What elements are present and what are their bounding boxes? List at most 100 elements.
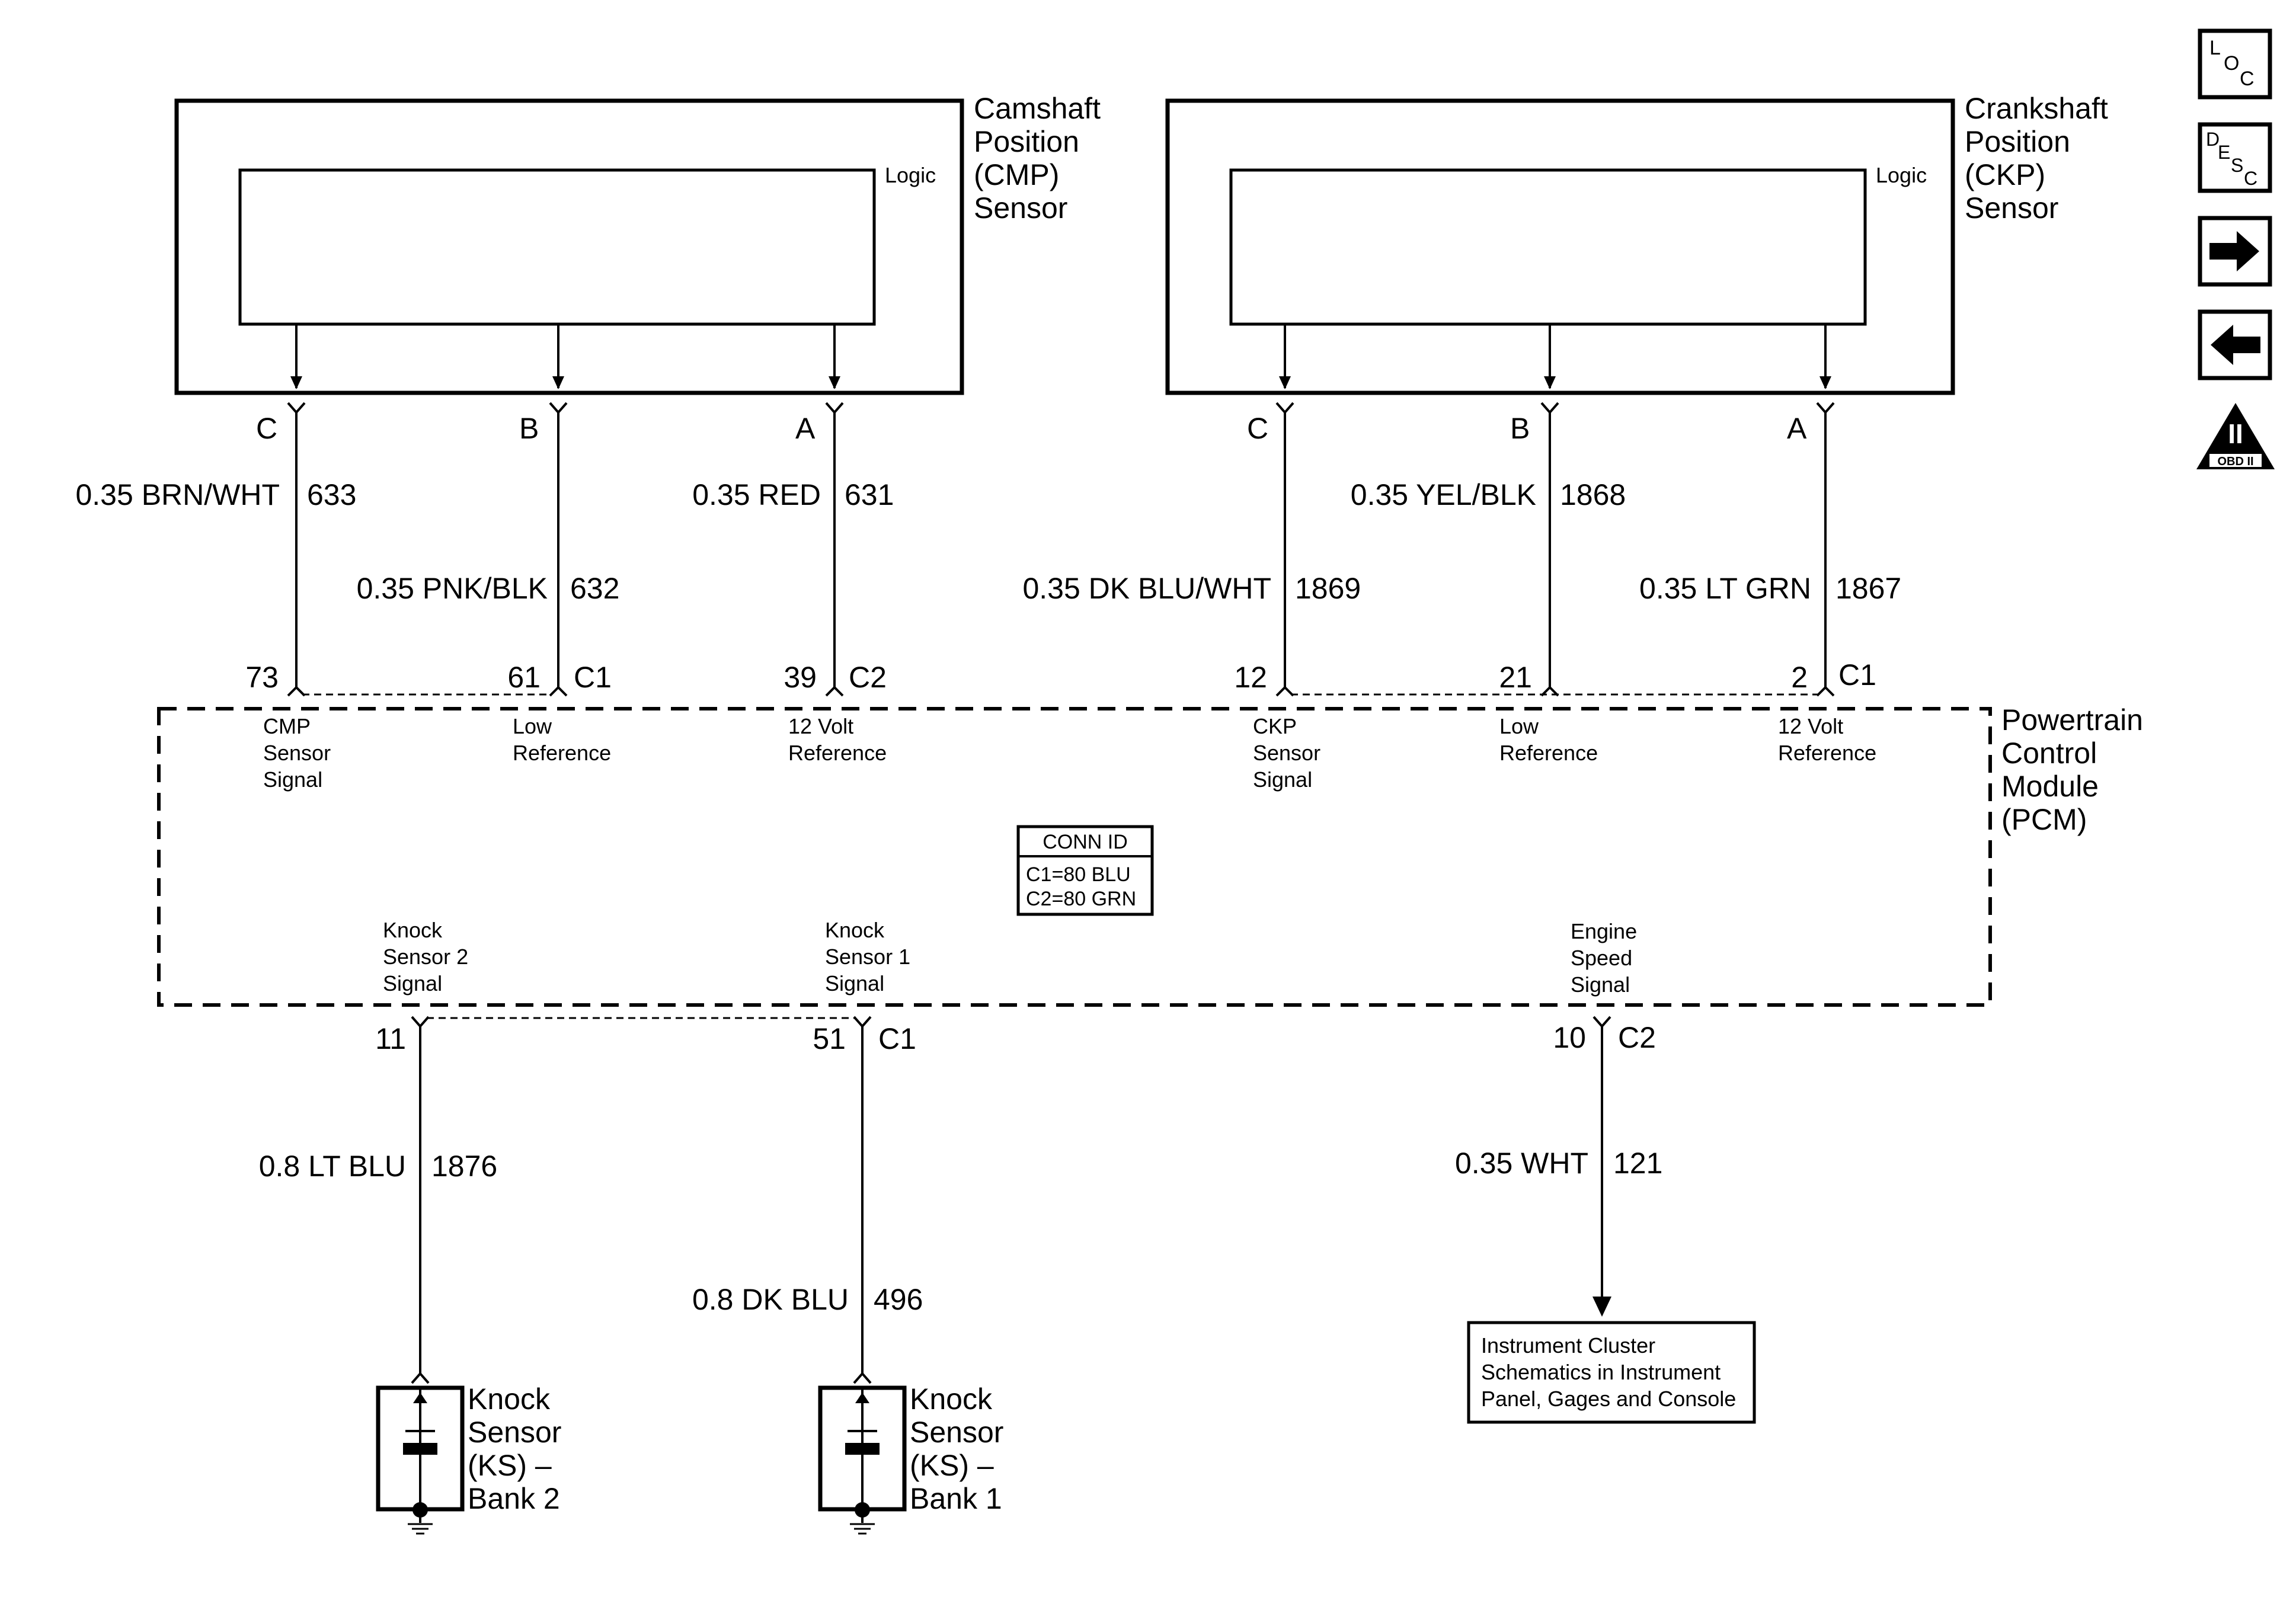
- ckp-pin-a: A: [1787, 412, 1807, 445]
- pcm-module: Powertrain Control Module (PCM) CMP Sens…: [157, 703, 2143, 1007]
- svg-text:II: II: [2228, 418, 2243, 449]
- pcm-label-cmp-signal-2: Sensor: [263, 741, 331, 765]
- pcm-title-line-4: (PCM): [2001, 803, 2087, 836]
- pcm-title-line-3: Module: [2001, 770, 2099, 803]
- pcm-pin-39: 39: [784, 661, 817, 694]
- wire-1876-circuit: 1876: [431, 1150, 497, 1183]
- cmp-sensor-housing: [174, 98, 964, 395]
- pcm-label-ks2-3: Signal: [383, 971, 442, 996]
- pcm-label-cmp-signal-3: Signal: [263, 767, 322, 792]
- wire-633-circuit: 633: [307, 478, 356, 511]
- svg-text:C: C: [2244, 168, 2257, 189]
- conn-id-header: CONN ID: [1043, 831, 1128, 853]
- pcm-label-low-ref-1a: Low: [513, 714, 552, 738]
- cmp-wires: C B A 0.35 BRN/WHT 633 0.35 PNK/BLK 632 …: [75, 324, 894, 697]
- pcm-pin-73: 73: [245, 661, 279, 694]
- ks-bank2-label-1: Knock: [468, 1382, 551, 1416]
- obd-ii-icon[interactable]: II OBD II: [2196, 403, 2275, 469]
- instrument-cluster-reference[interactable]: Instrument Cluster Schematics in Instrum…: [1467, 1321, 1756, 1424]
- cmp-logic-label: Logic: [885, 163, 936, 187]
- knock-sensor-bank-2: Knock Sensor (KS) – Bank 2: [376, 1371, 561, 1535]
- wire-1867-spec: 0.35 LT GRN: [1639, 572, 1811, 605]
- cmp-sensor: Logic Camshaft Position (CMP) Sensor: [174, 92, 1101, 395]
- pcm-label-ckp-signal-1: CKP: [1253, 714, 1297, 738]
- pcm-title-line-2: Control: [2001, 737, 2097, 770]
- pcm-pin-21: 21: [1499, 661, 1532, 694]
- pcm-label-ckp-signal-2: Sensor: [1253, 741, 1320, 765]
- pcm-connector-c1-bottom: C1: [878, 1022, 916, 1055]
- pcm-label-ks1-2: Sensor 1: [825, 945, 910, 969]
- loc-icon[interactable]: L O C: [2198, 28, 2272, 100]
- ks-bank1-label-2: Sensor: [910, 1416, 1003, 1449]
- pcm-pin-10: 10: [1553, 1021, 1586, 1054]
- wire-632-circuit: 632: [570, 572, 619, 605]
- pcm-title-line-1: Powertrain: [2001, 703, 2143, 737]
- cmp-pin-b: B: [519, 412, 539, 445]
- svg-text:C: C: [2240, 68, 2255, 90]
- wire-1869-circuit: 1869: [1295, 572, 1361, 605]
- wire-631-spec: 0.35 RED: [692, 478, 821, 511]
- wire-1868-spec: 0.35 YEL/BLK: [1351, 478, 1536, 511]
- svg-text:S: S: [2231, 155, 2243, 176]
- ks-bank2-label-2: Sensor: [468, 1416, 561, 1449]
- ckp-logic-label: Logic: [1876, 163, 1927, 187]
- pcm-label-ks2-1: Knock: [383, 918, 443, 942]
- instrument-ref-line-2: Schematics in Instrument: [1481, 1360, 1721, 1384]
- ckp-title-line-4: Sensor: [1965, 191, 2058, 225]
- ks-bank2-label-4: Bank 2: [468, 1482, 560, 1515]
- svg-text:O: O: [2224, 52, 2239, 75]
- ckp-title-line-1: Crankshaft: [1965, 92, 2108, 125]
- previous-arrow-icon[interactable]: [2198, 309, 2272, 380]
- ckp-sensor: Logic Crankshaft Position (CKP) Sensor: [1165, 92, 2108, 395]
- ckp-wires: C B A 0.35 DK BLU/WHT 1869 0.35 YEL/BLK …: [1022, 324, 1901, 697]
- wire-631-circuit: 631: [845, 478, 894, 511]
- pcm-label-ks1-1: Knock: [825, 918, 885, 942]
- ckp-title-line-2: Position: [1965, 125, 2070, 158]
- pcm-connector-c2-bottom: C2: [1618, 1021, 1656, 1054]
- wire-121-circuit: 121: [1613, 1147, 1662, 1180]
- pcm-pin-51: 51: [813, 1022, 846, 1055]
- pcm-label-ckp-signal-3: Signal: [1253, 767, 1312, 792]
- cmp-title-line-1: Camshaft: [974, 92, 1101, 125]
- svg-text:L: L: [2209, 37, 2221, 59]
- ckp-pin-c: C: [1247, 412, 1268, 445]
- cmp-title-line-4: Sensor: [974, 191, 1067, 225]
- desc-icon[interactable]: D E S C: [2198, 122, 2272, 193]
- pcm-label-12v-ref-2b: Reference: [1778, 741, 1876, 765]
- wire-1868-circuit: 1868: [1560, 478, 1626, 511]
- pcm-label-cmp-signal-1: CMP: [263, 714, 311, 738]
- svg-text:E: E: [2218, 142, 2230, 163]
- cmp-title-line-3: (CMP): [974, 158, 1059, 191]
- ks-bank1-label-1: Knock: [910, 1382, 993, 1416]
- pcm-label-12v-ref-1a: 12 Volt: [788, 714, 853, 738]
- wire-121-spec: 0.35 WHT: [1455, 1147, 1588, 1180]
- pcm-label-ks2-2: Sensor 2: [383, 945, 468, 969]
- pcm-label-engine-speed-1: Engine: [1571, 919, 1637, 943]
- cmp-logic-block: [238, 168, 876, 326]
- pcm-label-12v-ref-2a: 12 Volt: [1778, 714, 1843, 738]
- knock-sensor-bank-1: Knock Sensor (KS) – Bank 1: [818, 1371, 1003, 1535]
- svg-text:OBD II: OBD II: [2217, 455, 2253, 468]
- wire-1876-spec: 0.8 LT BLU: [259, 1150, 406, 1183]
- ks-bank1-label-4: Bank 1: [910, 1482, 1002, 1515]
- pcm-pin-2: 2: [1791, 661, 1808, 694]
- instrument-ref-line-3: Panel, Gages and Console: [1481, 1387, 1736, 1411]
- ckp-title-line-3: (CKP): [1965, 158, 2045, 191]
- cmp-pin-a: A: [795, 412, 816, 445]
- wire-1867-circuit: 1867: [1835, 572, 1901, 605]
- wire-632-spec: 0.35 PNK/BLK: [357, 572, 548, 605]
- ks-bank2-label-3: (KS) –: [468, 1449, 552, 1482]
- pcm-label-ks1-3: Signal: [825, 971, 884, 996]
- pcm-connector-c1-left: C1: [574, 661, 612, 694]
- wire-496-spec: 0.8 DK BLU: [692, 1283, 849, 1316]
- svg-text:D: D: [2206, 129, 2220, 150]
- pcm-label-low-ref-1b: Reference: [513, 741, 611, 765]
- wire-496-circuit: 496: [874, 1283, 923, 1316]
- pcm-label-low-ref-2a: Low: [1499, 714, 1539, 738]
- pcm-connector-c1-right: C1: [1838, 658, 1876, 692]
- ckp-logic-block: [1229, 168, 1867, 326]
- pcm-pin-11: 11: [375, 1022, 406, 1055]
- next-arrow-icon[interactable]: [2198, 216, 2272, 287]
- ckp-pin-b: B: [1510, 412, 1530, 445]
